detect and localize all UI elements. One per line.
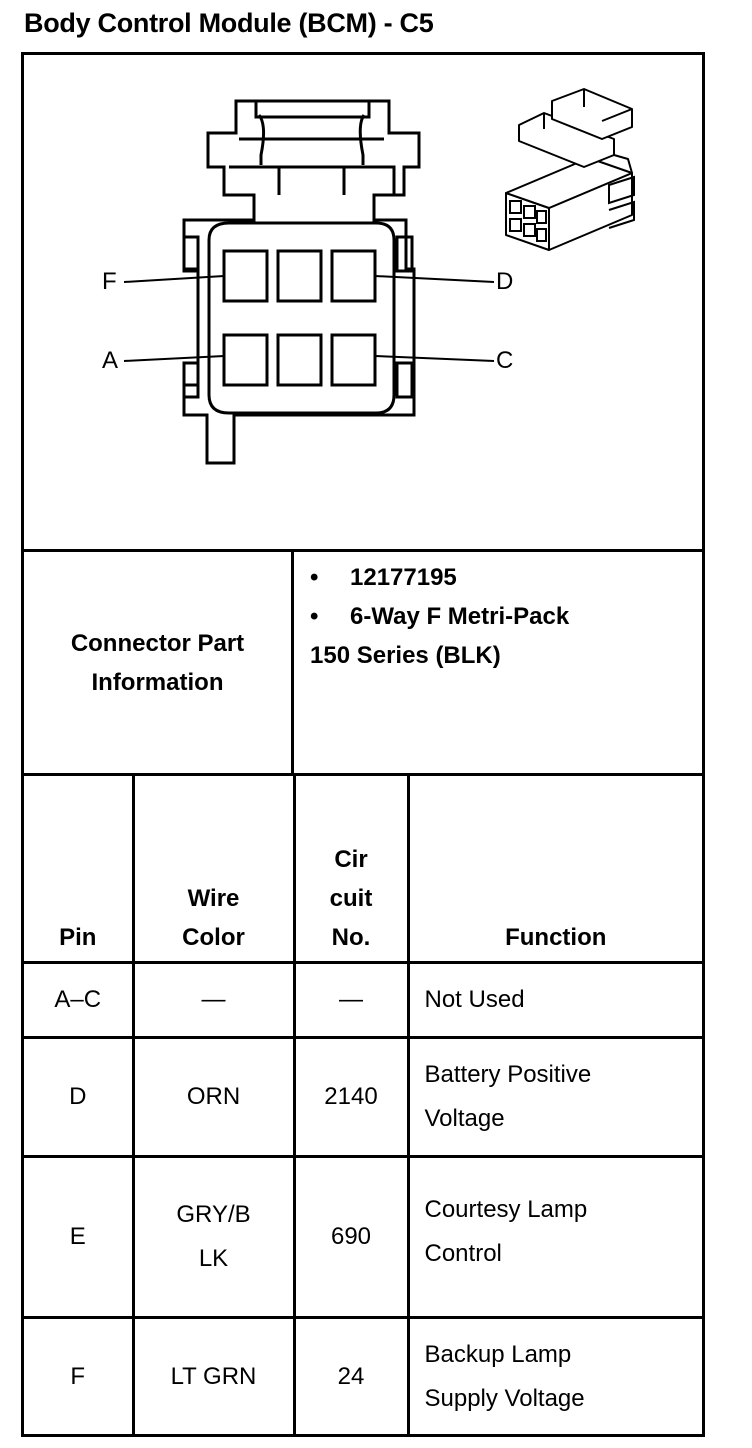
cell-function: Battery Positive Voltage <box>406 1035 702 1158</box>
cell-pin: D <box>24 1035 135 1158</box>
connector-info-label-line1: Connector Part <box>70 629 245 657</box>
pin-label-C: C <box>496 347 514 374</box>
cell-circuit: 690 <box>292 1154 410 1319</box>
connector-diagram: F D A C <box>24 55 702 552</box>
connector-face-drawing <box>123 88 635 465</box>
table-row: A–C — — Not Used <box>24 960 702 1039</box>
cavity-B <box>276 333 323 387</box>
header-pin: Pin <box>24 776 135 964</box>
cell-circuit: — <box>292 960 410 1039</box>
cavity-A <box>222 333 269 387</box>
bullet-2: • <box>310 603 319 630</box>
cell-wire-color: — <box>131 960 296 1039</box>
page-title: Body Control Module (BCM) - C5 <box>24 8 434 38</box>
connector-description-line1: 6-Way F Metri-Pack <box>350 603 570 630</box>
cell-circuit: 24 <box>292 1315 410 1435</box>
cell-wire-color: LT GRN <box>131 1315 296 1435</box>
pinout-table: Pin Wire Color Cir cuit No. Function A–C… <box>24 776 702 1435</box>
pin-label-D: D <box>496 268 514 295</box>
connector-sheet: F D A C Connector Part Information • 121… <box>21 52 705 1437</box>
cell-circuit: 2140 <box>292 1035 410 1158</box>
cavity-C <box>330 333 377 387</box>
cavity-F <box>222 249 269 303</box>
header-function: Function <box>406 776 702 964</box>
cell-pin: E <box>24 1154 135 1319</box>
cell-function: Not Used <box>406 960 702 1039</box>
connector-info-label-line2: Information <box>91 668 224 696</box>
table-header-row: Pin Wire Color Cir cuit No. Function <box>24 776 702 964</box>
connector-info-label: Connector Part Information <box>24 552 294 776</box>
connector-description-line2: 150 Series (BLK) <box>310 642 501 669</box>
pin-label-F: F <box>102 268 117 295</box>
connector-info-values: • 12177195 • 6-Way F Metri-Pack 150 Seri… <box>294 552 702 776</box>
cavity-D <box>330 249 377 303</box>
pin-label-A: A <box>102 347 119 374</box>
cell-function: Backup Lamp Supply Voltage <box>406 1315 702 1435</box>
bullet-1: • <box>310 564 319 591</box>
table-row: D ORN 2140 Battery Positive Voltage <box>24 1035 702 1158</box>
header-circuit-no: Cir cuit No. <box>292 776 410 964</box>
cell-wire-color: GRY/B LK <box>131 1154 296 1319</box>
header-wire-color: Wire Color <box>131 776 296 964</box>
cell-pin: F <box>24 1315 135 1435</box>
table-row: E GRY/B LK 690 Courtesy Lamp Control <box>24 1154 702 1319</box>
cavity-E <box>276 249 323 303</box>
cell-pin: A–C <box>24 960 135 1039</box>
cell-wire-color: ORN <box>131 1035 296 1158</box>
cell-function: Courtesy Lamp Control <box>406 1154 702 1319</box>
table-row: F LT GRN 24 Backup Lamp Supply Voltage <box>24 1315 702 1435</box>
part-number: 12177195 <box>350 564 457 591</box>
